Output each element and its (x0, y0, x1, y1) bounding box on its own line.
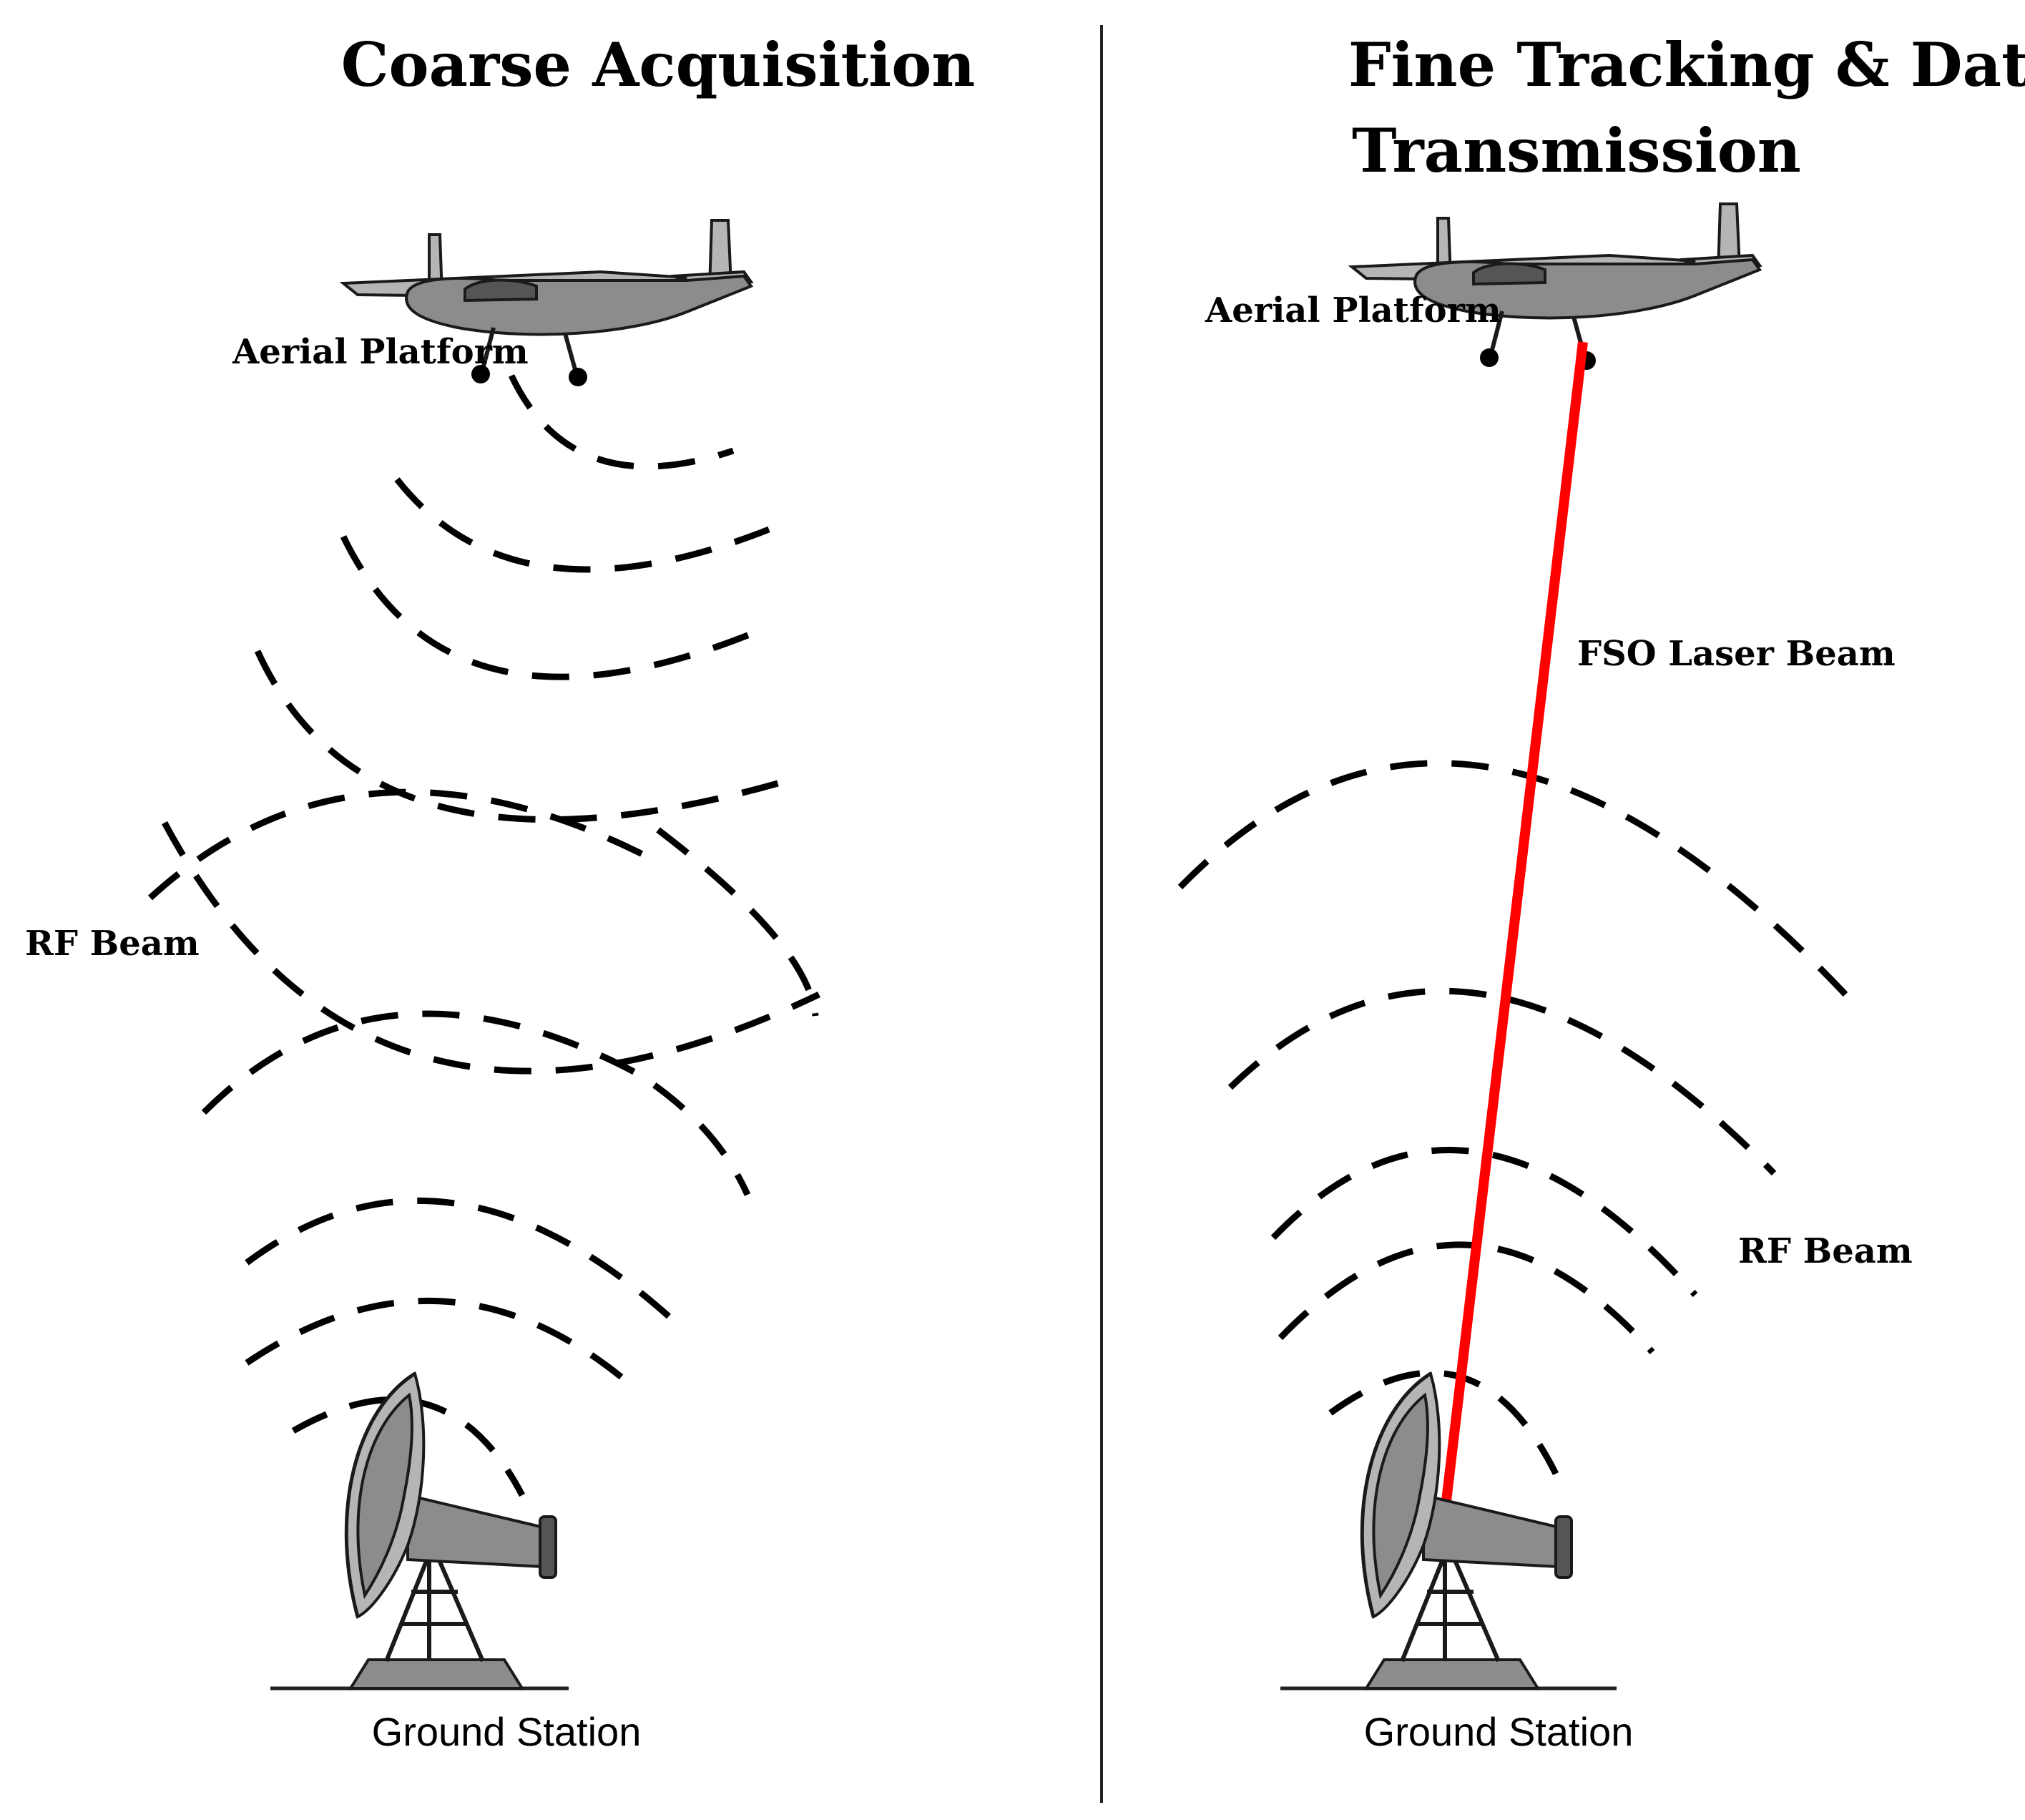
rf-wave-arc (291, 1396, 525, 1497)
rf-wave-arc (508, 374, 735, 470)
left-panel-title: Coarse Acquisition (341, 29, 976, 100)
right-rf-waves (1177, 760, 1848, 1476)
left-rf-waves-from-aircraft (162, 374, 820, 1075)
rf-wave-arc (254, 650, 792, 823)
rf-wave-arc (162, 821, 820, 1075)
right-aircraft-label: Aerial Platform (1205, 290, 1501, 331)
left-rf-waves-from-station (147, 788, 751, 1497)
right-panel-title-line1: Fine Tracking & Data (1348, 29, 2025, 100)
satellite-dish-icon (346, 1374, 556, 1688)
aircraft-icon (1352, 204, 1760, 370)
left-panel: Coarse Acquisition Aerial Platform RF Be… (25, 29, 975, 1754)
rf-wave-arc (340, 535, 763, 680)
left-aircraft-label: Aerial Platform (232, 332, 529, 372)
rf-wave-arc (201, 1010, 751, 1196)
rf-wave-arc (1278, 1241, 1655, 1355)
rf-wave-arc (1270, 1147, 1698, 1297)
right-station-label: Ground Station (1364, 1709, 1634, 1754)
rf-wave-arc (1227, 987, 1777, 1176)
rf-wave-arc (394, 477, 770, 573)
right-rf-beam-label: RF Beam (1738, 1231, 1913, 1271)
fso-laser-beam (1440, 341, 1588, 1514)
rf-wave-arc (1177, 760, 1848, 997)
left-station-label: Ground Station (372, 1709, 642, 1754)
satellite-dish-icon (1362, 1374, 1572, 1688)
rf-wave-arc (656, 827, 819, 1017)
right-panel: Fine Tracking & Data Transmission Aerial… (1177, 29, 2025, 1754)
rf-wave-arc (245, 1197, 671, 1319)
rf-wave-arc (147, 788, 653, 901)
left-rf-beam-label: RF Beam (25, 924, 200, 964)
rf-wave-arc (245, 1297, 628, 1384)
fso-laser-label: FSO Laser Beam (1577, 634, 1896, 674)
rf-wave-arc (1328, 1369, 1559, 1476)
right-panel-title-line2: Transmission (1352, 115, 1801, 186)
